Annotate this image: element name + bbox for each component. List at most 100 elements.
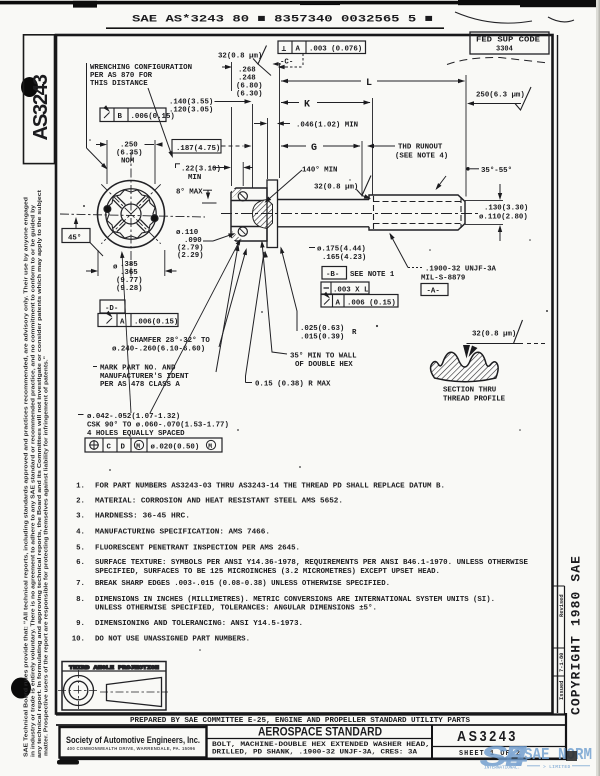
svg-text:MIN: MIN (188, 174, 201, 182)
svg-text:FED SUP CODE: FED SUP CODE (476, 37, 540, 45)
svg-text:INTERNATIONAL.: INTERNATIONAL. (484, 765, 521, 771)
svg-text:.090: .090 (184, 237, 202, 245)
svg-text:250(6.3 µm): 250(6.3 µm) (476, 92, 525, 100)
svg-text:matter. Prospective users of t: matter. Prospective users of the report … (44, 356, 50, 756)
svg-text:6.: 6. (76, 559, 85, 567)
svg-text:7-1-80: 7-1-80 (559, 653, 565, 672)
svg-text:S4: S4 (480, 741, 528, 776)
svg-text:MARK PART NO. AND: MARK PART NO. AND (100, 365, 176, 373)
svg-text:SPECIFIED, SURFACES TO BE 125: SPECIFIED, SURFACES TO BE 125 MICROINCHE… (95, 568, 440, 576)
svg-text:MANUFACTURING SPECIFICATION:: MANUFACTURING SPECIFICATION: AMS 7466. (95, 529, 270, 537)
svg-text:400 COMMONWEALTH DRIVE, WARREN: 400 COMMONWEALTH DRIVE, WARRENDALE, PA. … (67, 746, 196, 751)
svg-text:.248: .248 (238, 75, 256, 83)
svg-text:10.: 10. (72, 636, 85, 644)
svg-text:.120(3.05): .120(3.05) (169, 107, 213, 115)
svg-text:DO NOT USE UNASSIGNED PART NUM: DO NOT USE UNASSIGNED PART NUMBERS. (95, 636, 250, 644)
svg-text:.015(0.39): .015(0.39) (300, 334, 344, 342)
svg-text:> LIMITED: > LIMITED (543, 764, 571, 770)
svg-text:.187(4.75): .187(4.75) (176, 145, 220, 153)
svg-text:NOM: NOM (121, 158, 135, 166)
svg-text:32(0.8 µm): 32(0.8 µm) (472, 331, 516, 339)
svg-text:G: G (311, 143, 317, 154)
svg-text:FOR PART NUMBERS AS3243-03 THR: FOR PART NUMBERS AS3243-03 THRU AS3243-1… (95, 483, 445, 491)
svg-text:3304: 3304 (496, 46, 513, 54)
svg-text:.1900-32 UNJF-3A: .1900-32 UNJF-3A (425, 266, 497, 274)
svg-text:.003 X L: .003 X L (333, 286, 369, 294)
svg-text:PREPARED BY SAE COMMITTEE E-25: PREPARED BY SAE COMMITTEE E-25, ENGINE A… (130, 717, 471, 725)
svg-text:32(0.8 µm): 32(0.8 µm) (218, 53, 262, 61)
svg-text:OF DOUBLE HEX: OF DOUBLE HEX (295, 361, 353, 369)
svg-text:5.: 5. (76, 545, 85, 553)
svg-text:.006 (0.15): .006 (0.15) (347, 299, 396, 307)
svg-text:SECTION THRU: SECTION THRU (443, 387, 496, 395)
svg-text:MIL-S-8879: MIL-S-8879 (421, 275, 465, 283)
svg-text:.140(3.55): .140(3.55) (169, 99, 213, 107)
svg-text:ø: ø (113, 264, 118, 272)
svg-text:SAE Technical Board rules prov: SAE Technical Board rules provide that: … (24, 197, 30, 757)
svg-text:(9.77): (9.77) (116, 277, 143, 285)
svg-text:.046(1.02) MIN: .046(1.02) MIN (296, 122, 358, 130)
svg-text:8° MAX: 8° MAX (176, 188, 203, 197)
svg-text:.003 (0.076): .003 (0.076) (309, 46, 362, 54)
svg-text:.268: .268 (238, 67, 256, 75)
svg-text:in industry or trade is entire: in industry or trade is entirely volunta… (30, 205, 36, 757)
svg-text:UNLESS OTHERWISE SPECIFIED, TO: UNLESS OTHERWISE SPECIFIED, TOLERANCES: … (95, 604, 377, 613)
svg-text:.006(0.15): .006(0.15) (134, 319, 178, 327)
svg-text:SAE AS*3243 80 ■ 8357340 00325: SAE AS*3243 80 ■ 8357340 0032565 5 ■ (132, 14, 433, 26)
svg-text:E: E (505, 741, 525, 776)
svg-text:ø.042-.052(1.07-1.32): ø.042-.052(1.07-1.32) (87, 413, 180, 421)
svg-text:-B-: -B- (326, 271, 339, 279)
svg-text:L: L (366, 78, 372, 89)
svg-text:.025(0.63): .025(0.63) (300, 325, 344, 333)
svg-text:(2.29): (2.29) (177, 252, 204, 260)
svg-text:Issued: Issued (559, 681, 565, 700)
svg-text:.165(4.23): .165(4.23) (322, 254, 366, 262)
svg-text:D: D (121, 443, 126, 451)
svg-text:.250: .250 (120, 142, 138, 150)
svg-text:DIMENSIONS IN INCHES (MILLIMET: DIMENSIONS IN INCHES (MILLIMETRES). METR… (95, 596, 495, 604)
svg-text:CHAMFER 28°-32° TO: CHAMFER 28°-32° TO (130, 336, 210, 345)
svg-text:any technical report. In formu: any technical report. In formulating and… (37, 190, 43, 758)
svg-text:SAE NORM: SAE NORM (524, 745, 592, 764)
svg-text:35° MIN TO WALL: 35° MIN TO WALL (290, 352, 357, 361)
svg-text:MANUFACTURER'S IDENT: MANUFACTURER'S IDENT (100, 373, 189, 381)
svg-text:SEE NOTE 1: SEE NOTE 1 (350, 271, 395, 279)
svg-text:3.: 3. (76, 513, 85, 521)
svg-text:COPYRIGHT 1980 SAE: COPYRIGHT 1980 SAE (569, 555, 584, 715)
svg-text:ø.240-.260(6.10-6.60): ø.240-.260(6.10-6.60) (112, 346, 205, 354)
svg-text:AS3243: AS3243 (29, 74, 52, 141)
svg-text:DIMENSIONING AND TOLERANCING:: DIMENSIONING AND TOLERANCING: ANSI Y14.5… (95, 620, 303, 628)
svg-text:(6.30): (6.30) (236, 91, 263, 99)
svg-text:M: M (208, 443, 212, 450)
svg-text:THIS DISTANCE: THIS DISTANCE (90, 80, 148, 88)
svg-text:140° MIN: 140° MIN (302, 166, 337, 175)
svg-text:ø.110(2.80): ø.110(2.80) (479, 214, 528, 222)
svg-text:SHEET 1 OF 2: SHEET 1 OF 2 (459, 750, 521, 758)
svg-text:⊥: ⊥ (282, 45, 287, 54)
svg-text:4.: 4. (76, 529, 85, 537)
svg-text:45°: 45° (68, 233, 81, 242)
svg-text:0.15 (0.38) R MAX: 0.15 (0.38) R MAX (255, 380, 331, 388)
svg-text:THIRD ANGLE PROJECTION: THIRD ANGLE PROJECTION (69, 664, 160, 671)
svg-text:.365: .365 (120, 269, 138, 277)
svg-text:THREAD PROFILE: THREAD PROFILE (443, 395, 506, 403)
svg-text:(6.80): (6.80) (236, 83, 263, 91)
svg-text:(9.28): (9.28) (116, 285, 143, 293)
svg-text:(6.35): (6.35) (116, 150, 143, 158)
svg-text:A: A (336, 299, 341, 307)
svg-text:.22(3.10): .22(3.10) (181, 166, 221, 174)
svg-text:PER AS 478 CLASS A: PER AS 478 CLASS A (100, 381, 180, 389)
svg-text:K: K (304, 100, 310, 111)
svg-text:-C-: -C- (280, 59, 293, 67)
svg-text:AS3243: AS3243 (457, 729, 518, 745)
svg-text:35°-55°: 35°-55° (481, 166, 512, 175)
svg-text:Revised: Revised (559, 594, 565, 617)
svg-text:B: B (118, 113, 123, 121)
svg-text:7.: 7. (76, 580, 85, 588)
svg-text:DRILLED, PD SHANK, .1900-32 UN: DRILLED, PD SHANK, .1900-32 UNJF-3A, CRE… (212, 749, 417, 756)
svg-text:1.: 1. (76, 483, 85, 491)
svg-text:HARDNESS: 36-45 HRC.: HARDNESS: 36-45 HRC. (95, 513, 190, 521)
svg-text:9.: 9. (76, 620, 85, 628)
svg-text:C: C (107, 443, 112, 451)
svg-text:(2.79): (2.79) (177, 245, 204, 253)
